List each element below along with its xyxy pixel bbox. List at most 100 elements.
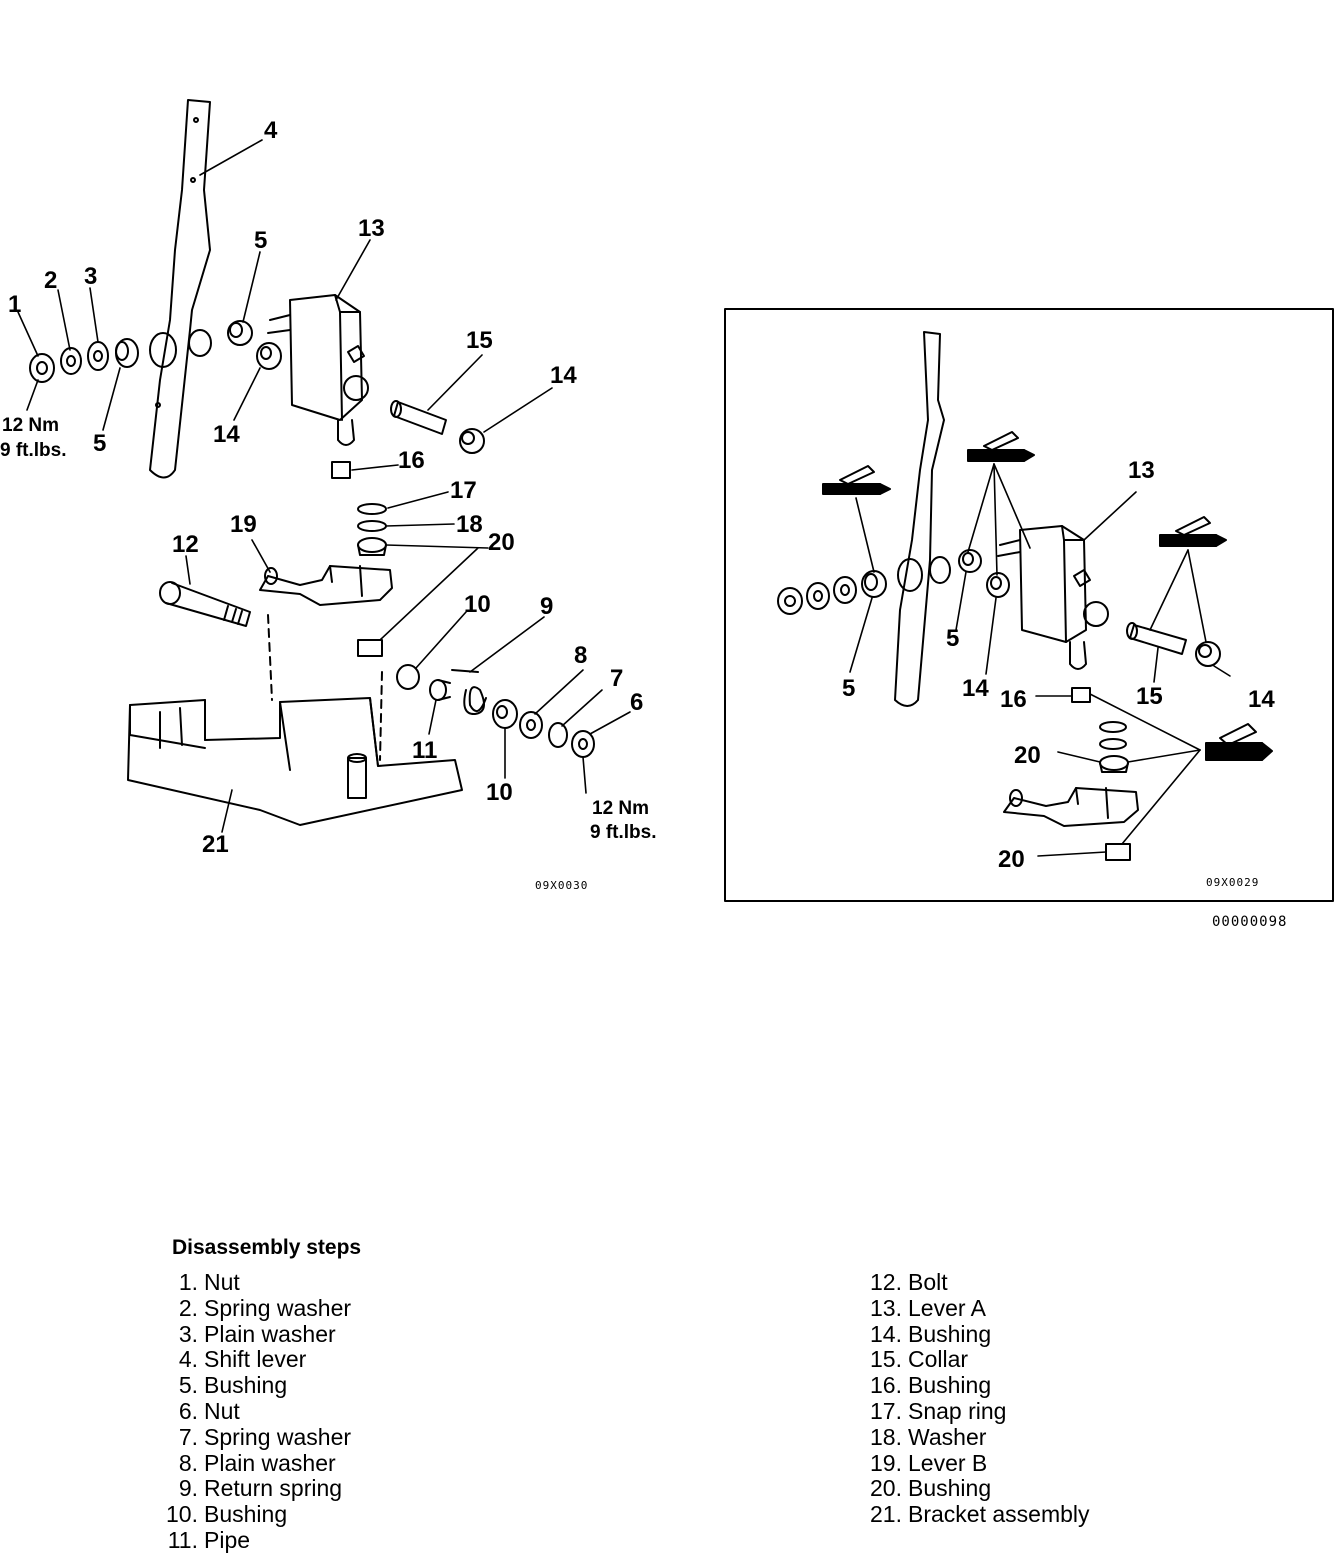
lever-a xyxy=(267,294,369,446)
list-item: 14.Bushing xyxy=(870,1320,992,1347)
list-item: 6.Nut xyxy=(178,1397,240,1424)
list-item: 12.Bolt xyxy=(870,1269,948,1295)
bushing-16 xyxy=(331,461,351,479)
grease-tube-icon xyxy=(967,431,1035,462)
list-item: 15.Collar xyxy=(870,1346,969,1373)
bushing-20-lower-right xyxy=(1105,843,1131,861)
callout-9: 9 xyxy=(540,593,553,620)
list-item: 21.Bracket assembly xyxy=(870,1501,1090,1528)
nut-6 xyxy=(571,730,595,758)
nut-1 xyxy=(29,353,55,383)
bushing-10-lower xyxy=(492,699,518,729)
list-item: 10.Bushing xyxy=(166,1501,288,1528)
list-item: 17.Snap ring xyxy=(870,1397,1007,1424)
bushing-16-right xyxy=(1071,687,1091,703)
disassembly-steps-right: 12.Bolt 13.Lever A 14.Bushing 15.Collar … xyxy=(858,1269,1090,1528)
callout-14-right-box: 14 xyxy=(962,675,989,702)
disassembly-title: Disassembly steps xyxy=(172,1236,362,1259)
plain-washer-8 xyxy=(519,711,543,739)
callout-12: 12 xyxy=(172,531,199,558)
callout-5-upper: 5 xyxy=(254,227,267,254)
right-figure-code: 09X0029 xyxy=(1206,876,1259,889)
torque-left-ftlbs: 9 ft.lbs. xyxy=(0,440,67,461)
pipe-11 xyxy=(429,679,451,701)
list-item: 11.Pipe xyxy=(167,1526,251,1553)
callout-13: 13 xyxy=(358,215,385,242)
list-item: 19.Lever B xyxy=(870,1449,988,1476)
list-item: 8.Plain washer xyxy=(178,1449,336,1476)
right-nut-washers xyxy=(777,570,887,615)
bushing-20-lower xyxy=(357,639,383,657)
bushing-20-upper xyxy=(357,537,387,556)
right-bushings xyxy=(958,549,1010,598)
list-item: 1.Nut xyxy=(178,1269,240,1295)
shift-lever xyxy=(149,99,211,479)
left-figure-code: 09X0030 xyxy=(535,879,588,892)
callout-16: 16 xyxy=(398,447,425,474)
bushing-14-right-box xyxy=(1195,641,1221,667)
bushing-14-upper xyxy=(256,342,282,370)
shift-lever-boss-end xyxy=(188,329,212,357)
callout-15-right: 15 xyxy=(1136,683,1163,710)
bushing-5-upper xyxy=(227,320,253,346)
callout-8: 8 xyxy=(574,642,587,669)
callout-11: 11 xyxy=(412,737,437,764)
right-lubrication-view: 13 5 5 14 16 15 14 20 20 09X0029 xyxy=(724,308,1334,902)
list-item: 20.Bushing xyxy=(870,1475,992,1502)
shift-lever-boss xyxy=(149,332,177,368)
callout-15: 15 xyxy=(466,327,493,354)
callout-20-right-lower: 20 xyxy=(998,846,1025,873)
list-item: 7.Spring washer xyxy=(178,1423,352,1450)
callout-6: 6 xyxy=(630,689,643,716)
collar-right xyxy=(1126,622,1187,655)
callout-14-upper: 14 xyxy=(213,421,240,448)
callout-5-right-lower: 5 xyxy=(842,675,855,702)
callout-5-right-upper: 5 xyxy=(946,625,959,652)
collar-15 xyxy=(390,400,447,435)
callout-21: 21 xyxy=(202,831,229,858)
callout-1: 1 xyxy=(8,291,21,318)
spring-washer-7 xyxy=(548,722,568,748)
grease-tube-icon xyxy=(822,465,891,495)
callout-10-upper: 10 xyxy=(464,591,491,618)
callout-7: 7 xyxy=(610,665,623,692)
plain-washer-3 xyxy=(87,341,109,371)
list-item: 13.Lever A xyxy=(870,1294,986,1321)
callout-2: 2 xyxy=(44,267,57,294)
callout-19: 19 xyxy=(230,511,257,538)
list-item: 16.Bushing xyxy=(870,1372,992,1399)
list-item: 3.Plain washer xyxy=(178,1320,336,1347)
callout-14-right: 14 xyxy=(550,362,577,389)
return-spring-9 xyxy=(451,669,487,716)
torque-left-nm: 12 Nm xyxy=(2,415,59,436)
spring-washer-2 xyxy=(60,347,82,375)
list-item: 5.Bushing xyxy=(178,1372,288,1399)
grease-tube-icon xyxy=(1159,516,1227,547)
list-item: 18.Washer xyxy=(870,1423,987,1450)
washer-18 xyxy=(357,520,387,532)
callout-20-left: 20 xyxy=(488,529,515,556)
bolt-12 xyxy=(159,581,251,627)
right-snap-washer-stack xyxy=(1099,721,1129,773)
callout-17: 17 xyxy=(450,477,477,504)
right-leader-lines xyxy=(849,463,1231,857)
callout-5-left: 5 xyxy=(93,430,106,457)
left-leader-lines xyxy=(17,139,631,833)
list-item: 4.Shift lever xyxy=(178,1346,307,1373)
callout-14-right-far: 14 xyxy=(1248,686,1275,713)
left-exploded-view: 4 5 13 3 2 1 5 14 15 14 16 17 18 20 19 1… xyxy=(0,99,657,892)
torque-right-nm: 12 Nm xyxy=(592,798,649,819)
bushing-5-left xyxy=(115,338,139,368)
list-item: 9.Return spring xyxy=(178,1475,343,1502)
callout-16-right: 16 xyxy=(1000,686,1027,713)
bushing-14-right xyxy=(459,428,485,454)
shift-lever-right xyxy=(894,331,945,707)
right-figure-frame xyxy=(724,308,1334,902)
disassembly-steps-left: 1.Nut 2.Spring washer 3.Plain washer 4.S… xyxy=(154,1269,352,1554)
bracket-assembly xyxy=(127,614,463,826)
lever-b-right xyxy=(1003,787,1139,827)
callout-13-right: 13 xyxy=(1128,457,1155,484)
lever-b xyxy=(259,565,393,606)
bushing-10-upper xyxy=(396,664,420,690)
